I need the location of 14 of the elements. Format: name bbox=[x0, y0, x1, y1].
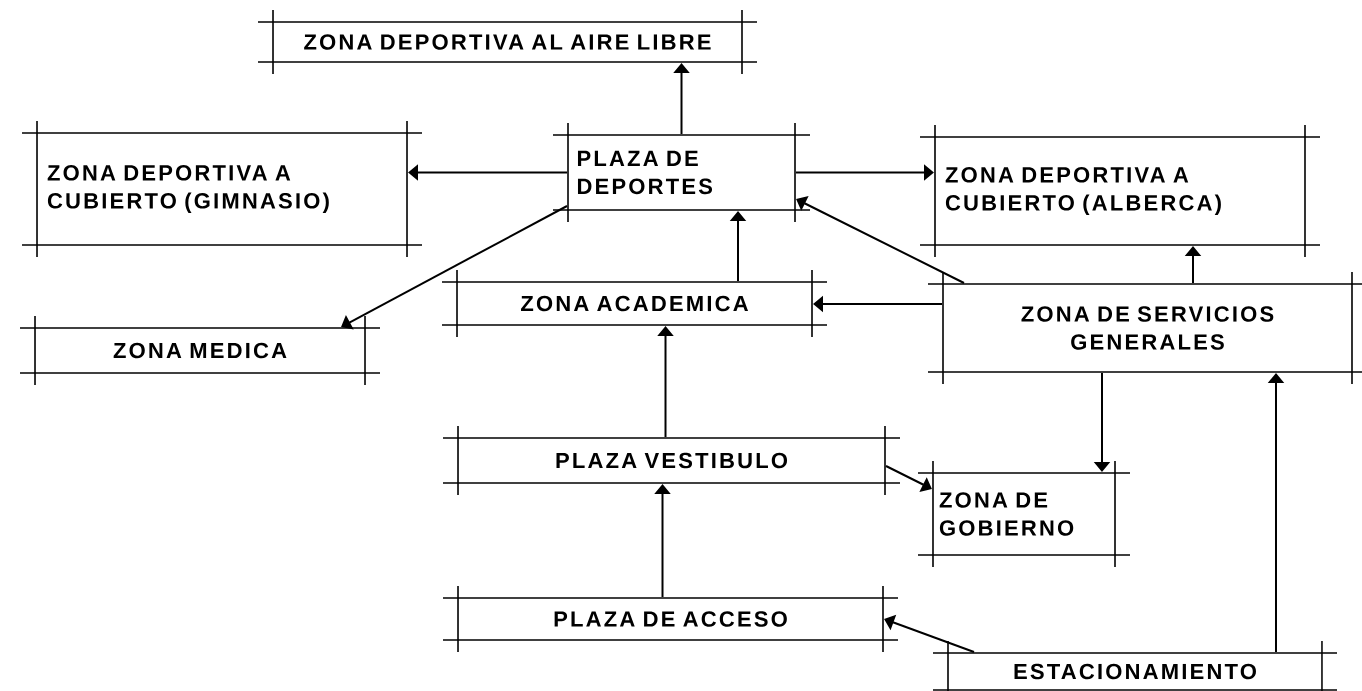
zone-box: PLAZA DE ACCESO bbox=[442, 585, 899, 653]
zone-box: ZONA DEPORTIVA AL AIRE LIBRE bbox=[257, 9, 758, 75]
zone-box: PLAZA DE DEPORTES bbox=[552, 122, 811, 223]
arrow bbox=[796, 196, 965, 284]
zone-box: ZONA ACADEMICA bbox=[441, 269, 828, 338]
zone-box: ZONA DEPORTIVA A CUBIERTO (GIMNASIO) bbox=[21, 120, 423, 258]
zone-box: ZONA DE GOBIERNO bbox=[917, 460, 1131, 568]
arrow bbox=[885, 465, 932, 492]
zone-box: ESTACIONAMIENTO bbox=[932, 640, 1338, 691]
arrow bbox=[341, 205, 568, 330]
zone-box: ZONA DEPORTIVA A CUBIERTO (ALBERCA) bbox=[919, 124, 1321, 258]
zone-box: ZONA MEDICA bbox=[19, 315, 381, 386]
zone-box: PLAZA VESTIBULO bbox=[442, 425, 901, 496]
zone-box: ZONA DE SERVICIOS GENERALES bbox=[927, 271, 1362, 385]
